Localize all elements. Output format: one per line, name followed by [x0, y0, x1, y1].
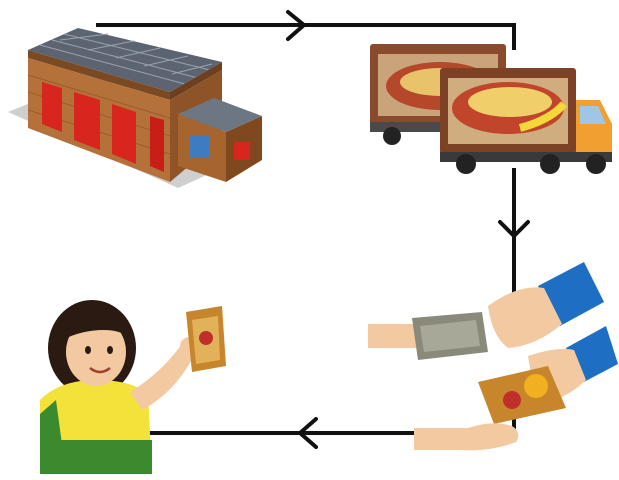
- factory-illustration: [8, 28, 262, 188]
- arrowhead-down: [498, 220, 530, 238]
- arrowhead-left: [298, 417, 318, 449]
- consumer-illustration: [40, 300, 226, 474]
- trucks-illustration: [370, 44, 612, 174]
- arrowhead-right: [286, 10, 306, 41]
- connector-factory-to-trucks: [96, 23, 516, 50]
- exchange-illustration: [368, 262, 618, 451]
